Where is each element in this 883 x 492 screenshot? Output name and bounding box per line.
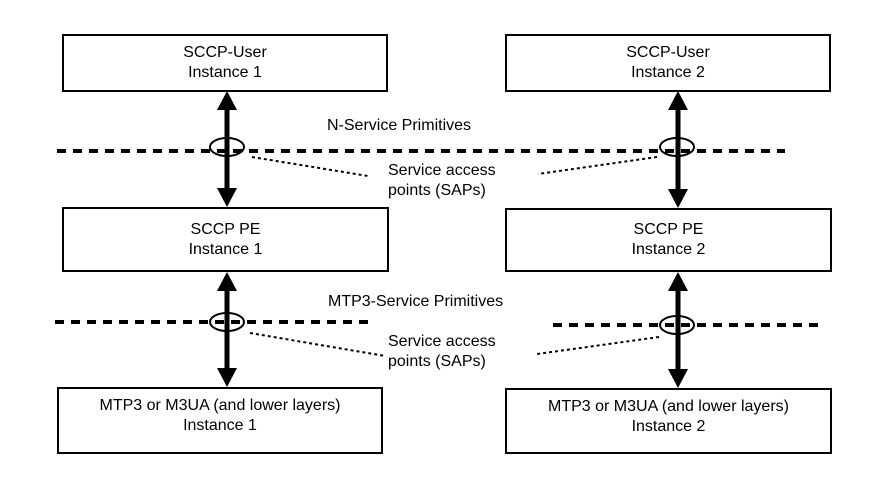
sap-ellipse-bottom-right bbox=[659, 315, 695, 335]
label-n-service-primitives: N-Service Primitives bbox=[327, 117, 472, 134]
label-sap-top-line1: Service access bbox=[388, 162, 496, 179]
box-sccp-pe-2-line1: SCCP PE bbox=[633, 221, 704, 238]
arrow-sccp-user-2-sccp-pe-2 bbox=[668, 91, 688, 208]
box-sccp-user-1-line2: Instance 1 bbox=[188, 64, 262, 81]
leader-line-bottom-right bbox=[536, 336, 660, 355]
box-mtp3-1-line2: Instance 1 bbox=[183, 417, 257, 434]
box-sccp-pe-2: SCCP PE Instance 2 bbox=[505, 208, 832, 272]
box-mtp3-1-line1: MTP3 or M3UA (and lower layers) bbox=[99, 397, 341, 414]
box-sccp-user-2: SCCP-User Instance 2 bbox=[505, 34, 831, 92]
sap-ellipse-top-right bbox=[659, 137, 695, 157]
label-sap-bottom: Service access points (SAPs) bbox=[388, 332, 496, 372]
label-sap-top-line2: points (SAPs) bbox=[388, 182, 486, 199]
box-sccp-pe-2-line2: Instance 2 bbox=[631, 241, 706, 258]
box-mtp3-2-line2: Instance 2 bbox=[631, 418, 706, 435]
box-sccp-user-1: SCCP-User Instance 1 bbox=[62, 34, 388, 92]
arrow-sccp-user-1-sccp-pe-1 bbox=[217, 91, 237, 207]
arrow-sccp-pe-1-mtp3-1 bbox=[217, 272, 237, 387]
box-sccp-pe-1-line2: Instance 1 bbox=[188, 240, 263, 258]
leader-line-top-right bbox=[537, 156, 658, 175]
label-mtp3-service-primitives: MTP3-Service Primitives bbox=[328, 293, 504, 310]
box-mtp3-2: MTP3 or M3UA (and lower layers) Instance… bbox=[505, 388, 832, 454]
sap-ellipse-top-left bbox=[209, 137, 245, 157]
box-sccp-pe-1-line1: SCCP PE bbox=[190, 220, 261, 238]
box-sccp-user-2-line1: SCCP-User bbox=[626, 44, 710, 61]
box-mtp3-2-line1: MTP3 or M3UA (and lower layers) bbox=[548, 398, 789, 415]
leader-line-top-left bbox=[251, 156, 369, 177]
box-sccp-user-1-line1: SCCP-User bbox=[183, 44, 267, 61]
sap-ellipse-bottom-left bbox=[209, 312, 245, 332]
box-sccp-pe-1: SCCP PE Instance 1 bbox=[62, 207, 389, 272]
label-sap-bottom-line2: points (SAPs) bbox=[388, 353, 486, 370]
label-sap-top: Service access points (SAPs) bbox=[388, 161, 496, 201]
box-sccp-user-2-line2: Instance 2 bbox=[631, 64, 705, 81]
label-sap-bottom-line1: Service access bbox=[388, 333, 496, 350]
box-mtp3-1: MTP3 or M3UA (and lower layers) Instance… bbox=[57, 387, 383, 454]
arrow-sccp-pe-2-mtp3-2 bbox=[668, 272, 688, 388]
leader-line-bottom-left bbox=[249, 332, 386, 357]
